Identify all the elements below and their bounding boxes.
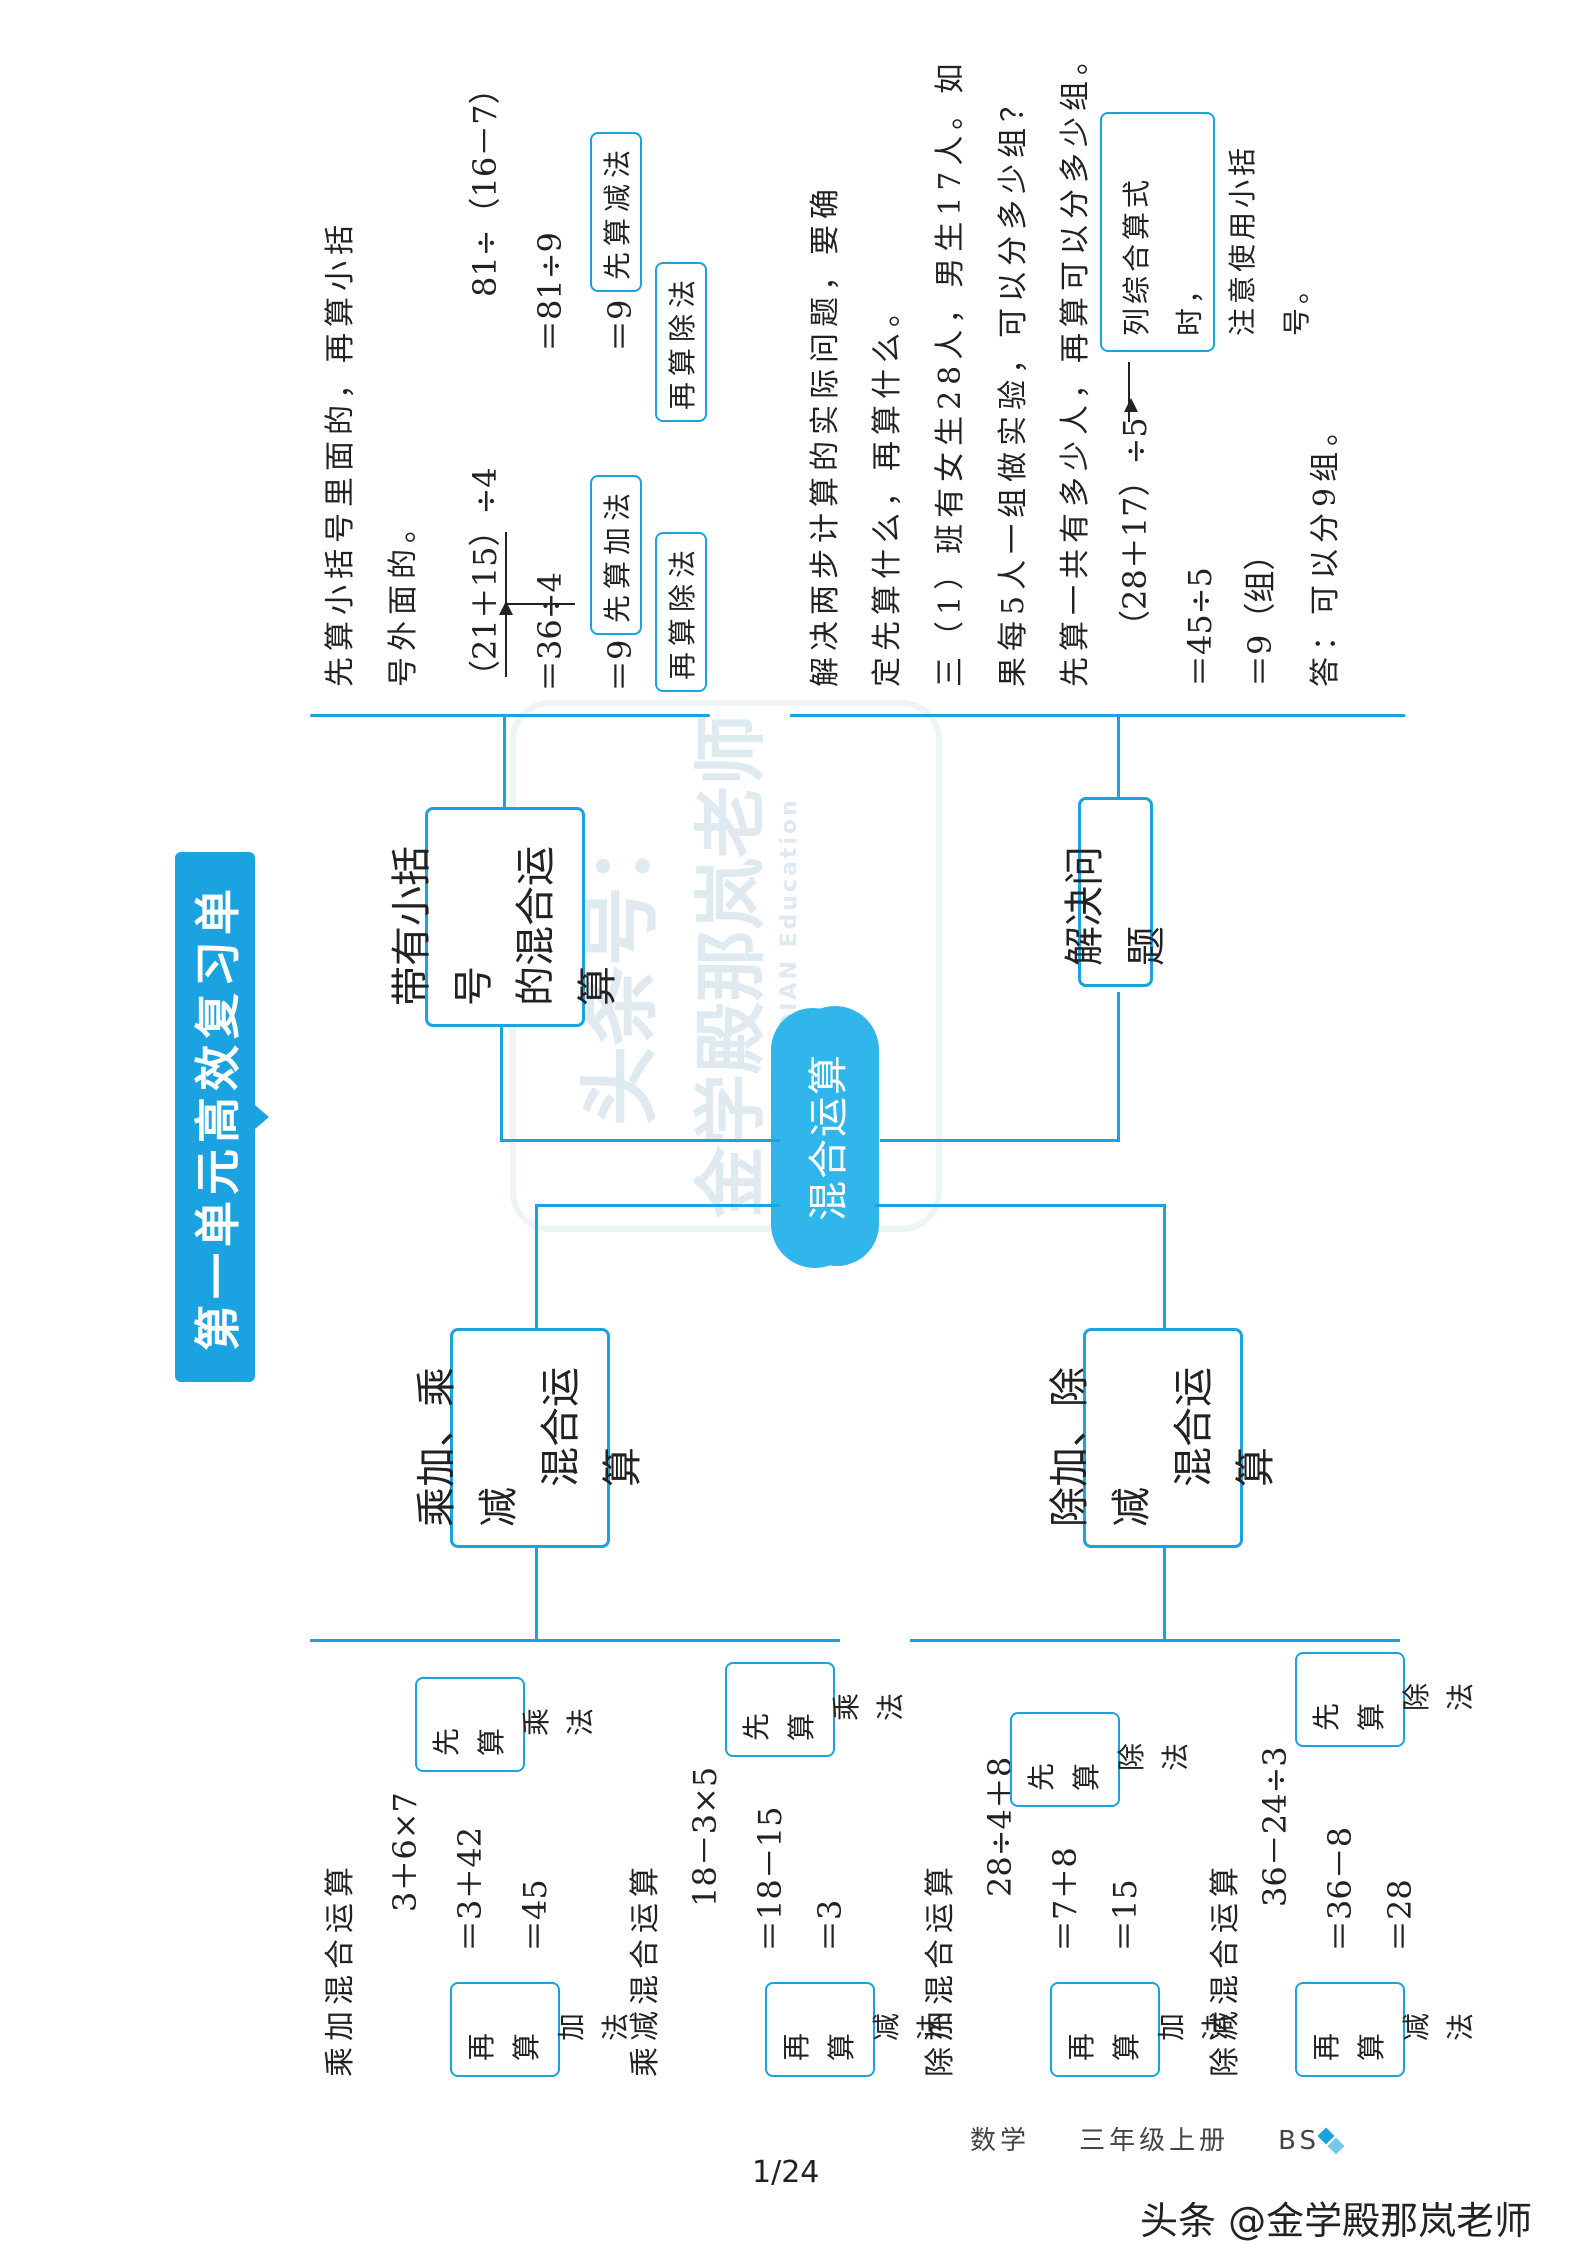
tag-then-divide: 再算除法 [655,261,707,422]
tag-first-divide: 先算 除法 [1010,1712,1192,1807]
bracket [310,1639,840,1642]
example-step: ＝3＋42 [451,1826,489,1952]
bracket [310,714,710,717]
example-step: ＝7＋8 [1046,1847,1084,1952]
tag-then-add: 再算 加法 [1050,1982,1232,2077]
problem-text: 定先算什么，再算什么。 [870,291,905,687]
bracket [910,1639,1400,1642]
bracket [790,714,1405,717]
tag-then-subtract: 再算 减法 [765,1982,947,2077]
tag-first-multiply: 先算 乘法 [725,1662,907,1757]
tag-first-add: 先算加法 [590,474,642,635]
example-expression: （21＋15）÷4 [466,467,504,692]
problem-text: 三（1）班有女生28人，男生17人。如 [933,57,968,687]
bracket [1117,717,1120,797]
connector [500,1139,780,1142]
tag-then-add: 再算 加法 [450,1982,632,2077]
arrow-line [1128,362,1130,422]
problem-step: ＝9（组） [1241,538,1279,687]
tag-first-multiply: 先算 乘法 [415,1677,597,1772]
author-credit: 头条 @金学殿那岚老师 [1140,2199,1533,2243]
problem-answer: 答：可以分9组。 [1308,409,1343,687]
connector [880,1139,1120,1142]
section-title: 乘减混合运算 [628,1861,663,2077]
example-step: ＝36÷4 [531,572,569,692]
center-node[interactable]: 混合运算 [775,1022,875,1252]
example-expression: 81÷（16－7） [466,72,504,297]
example-expression: 3＋6×7 [386,1792,424,1912]
note-box: 列综合算式时， 注意使用小括号。 [1100,112,1313,352]
rule-text: 号外面的。 [386,507,421,687]
example-step: ＝3 [811,1899,849,1952]
page-number: 1/24 [752,2155,820,2190]
branch-node-problem-solving[interactable]: 解决问题 [1062,797,1170,987]
problem-text: 解决两步计算的实际问题，要确 [808,183,843,687]
example-step: ＝15 [1106,1879,1144,1952]
bracket [503,717,506,807]
section-title: 乘加混合运算 [323,1861,358,2077]
section-title: 除加混合运算 [923,1861,958,2077]
branch-node-parentheses[interactable]: 带有小括号 的混合运算 [389,807,621,1027]
example-expression: 18－3×5 [686,1766,724,1907]
footer-subject: 数学 三年级上册 BS [970,2126,1321,2156]
example-step: ＝36－8 [1321,1826,1359,1952]
problem-expression: （28＋17）÷5 [1116,417,1154,642]
example-expression: 36－24÷3 [1256,1746,1294,1907]
page-title: 第一单元高效复习单 [175,852,255,1382]
connector [535,1204,780,1207]
tag-then-divide: 再算除法 [655,531,707,692]
connector [1117,992,1120,1142]
example-step: ＝18－15 [751,1806,789,1952]
section-title: 除减混合运算 [1208,1861,1243,2077]
example-step: ＝81÷9 [531,232,569,352]
example-step: ＝28 [1381,1879,1419,1952]
problem-step: ＝45÷5 [1181,567,1219,687]
connector [875,1204,1165,1207]
tag-first-subtract: 先算减法 [590,131,642,292]
rule-text: 先算小括号里面的，再算小括 [323,219,358,687]
tag-then-subtract: 再算 减法 [1295,1982,1477,2077]
bracket [535,1548,538,1642]
problem-text: 果每5人一组做实验，可以分多少组？ [996,85,1031,687]
example-step: ＝9 [601,299,639,352]
branch-node-division[interactable]: 除加、除减 混合运算 [1047,1328,1279,1548]
branch-node-multiplication[interactable]: 乘加、乘减 混合运算 [414,1328,646,1548]
tag-first-divide: 先算 除法 [1295,1652,1477,1747]
example-step: ＝9 [601,639,639,692]
example-step: ＝45 [516,1879,554,1952]
problem-text: 先算一共有多少人，再算可以分多少组。 [1058,39,1093,687]
bracket [1163,1548,1166,1642]
